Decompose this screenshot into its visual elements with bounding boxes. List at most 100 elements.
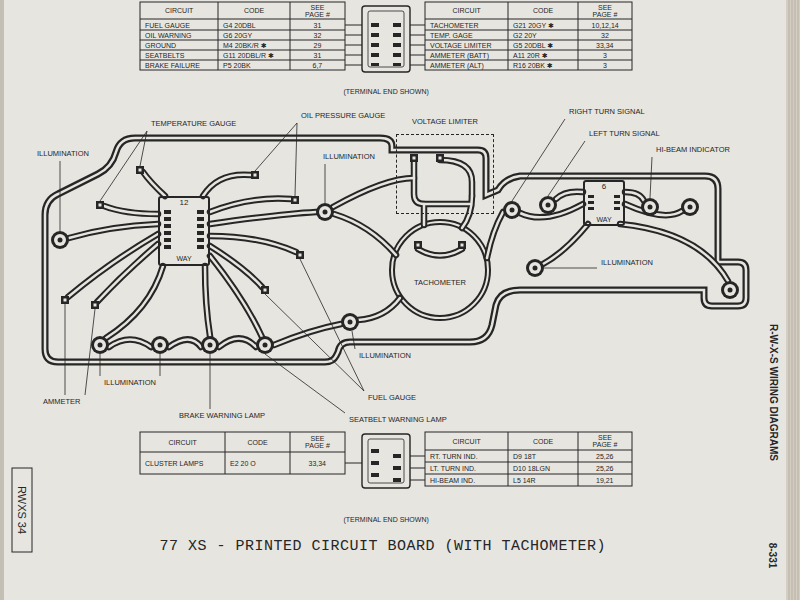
lamp-sockets-part [151,336,169,354]
connector-pins-part [197,245,204,249]
callout-label: SEATBELT WARNING LAMP [348,416,448,424]
table-grid-part [425,40,632,41]
connector-pins-part [393,53,401,57]
leader-line [210,354,211,409]
circuit-name: GROUND [144,42,177,49]
callout-label: ILLUMINATION [103,379,157,387]
page-reference: 32 [600,32,610,39]
figure-caption: 77 XS - PRINTED CIRCUIT BOARD (WITH TACH… [159,539,608,556]
callout-label: HI-BEAM INDICATOR [655,146,731,154]
leader-line [65,304,66,395]
page-edge-lines-part [792,0,793,600]
table-grid-part [425,474,632,475]
lamp-sockets-part [201,336,219,354]
callout-label: ILLUMINATION [36,150,90,158]
leader-line [265,354,345,413]
table-header: CODE [532,438,554,445]
page-reference: 31 [313,22,323,29]
terminal-connector-part [345,463,362,464]
connector-pins-part [371,63,379,66]
callout-label: RIGHT TURN SIGNAL [568,108,646,116]
connector-pins-part [164,245,171,249]
table-header: CIRCUIT [452,438,482,445]
terminal-pads-part [296,251,304,259]
table-header: SEE PAGE # [589,4,621,18]
table-grid-part [140,2,345,70]
callout-label: LEFT TURN SIGNAL [588,130,661,138]
table-header: CODE [243,7,265,14]
page-reference: 3 [602,62,608,69]
leader-line [352,331,355,349]
page-reference: 6,7 [312,62,324,69]
section-heading: R-W-X-S WIRING DIAGRAMS [768,322,779,461]
circuit-name: HI-BEAM IND. [429,477,476,484]
connector-block: 12WAY [158,196,210,266]
page-reference: 33,34 [595,42,615,49]
terminal-connector-part [362,434,410,488]
table-header: CODE [532,7,554,14]
connector-label: WAY [594,216,613,224]
terminal-pads [61,154,466,309]
table-header: SEE PAGE # [302,4,334,18]
lamp-sockets-part [256,336,274,354]
dashed-box [396,134,494,214]
connector-note: (TERMINAL END SHOWN) [343,88,430,96]
page-reference: 25,26 [595,465,615,472]
connector-pins [164,195,620,249]
circuit-name: OIL WARNING [144,32,193,39]
page-number: 8-331 [767,541,778,569]
terminal-pads-part [436,154,444,162]
callout-label: ILLUMINATION [358,352,412,360]
table-grid-part [508,2,509,70]
circuit-name: AMMETER (ALT) [429,62,485,69]
page-edge-lines-part [789,0,790,600]
connector-pins-part [164,238,171,242]
circuit-name: CLUSTER LAMPS [144,460,204,467]
table-header: SEE PAGE # [302,435,334,449]
connector-pins-part [393,23,401,27]
table-grid-part [425,462,632,463]
table-grid-part [425,30,632,31]
callout-label: OIL PRESSURE GAUGE [300,112,386,120]
page-reference: 32 [313,32,323,39]
terminal-pads-part [251,171,259,179]
wire-code: P5 20BK [222,62,252,69]
book-page-edges [786,0,800,600]
wire-code: G2 20Y [512,32,538,39]
table-grid-part [218,2,219,70]
connector-pins-part [164,231,171,235]
lamp-sockets-part [316,203,334,221]
connector-pins-part [588,207,594,210]
page-edge-lines-part [795,0,796,600]
connector-pins-part [197,217,204,221]
table-grid-part [425,450,632,451]
page-reference: 29 [313,42,323,49]
lamp-sockets-part [51,231,69,249]
leader-line [100,354,101,376]
terminal-connector-part [410,456,425,457]
circuit-name: TACHOMETER [429,22,479,29]
terminal-pads-part [91,301,99,309]
connector-note: (TERMINAL END SHOWN) [343,516,430,524]
leader-line [295,123,297,196]
terminal-connector-part [410,35,425,36]
connector-number: 6 [600,183,608,192]
connector-pins-part [197,224,204,228]
circuit-traces-inner [68,160,728,347]
table-header: CIRCUIT [168,439,198,446]
terminal-connector-part [345,35,362,36]
leader-line [85,309,95,395]
connector-pins-part [371,461,379,465]
table-grid-part [140,432,345,474]
connector-pins-part [614,207,620,210]
wire-code: G5 20DBL ✱ [512,42,554,49]
wire-code: G6 20GY [222,32,253,39]
table-grid-part [578,2,579,70]
wire-code: G21 20GY ✱ [512,22,555,29]
circuit-name: FUEL GAUGE [144,22,191,29]
leader-line [140,131,147,166]
table-grid-part [140,452,345,453]
leader-line [255,123,297,171]
table-header: CIRCUIT [164,7,194,14]
terminal-connector-part [345,25,362,26]
